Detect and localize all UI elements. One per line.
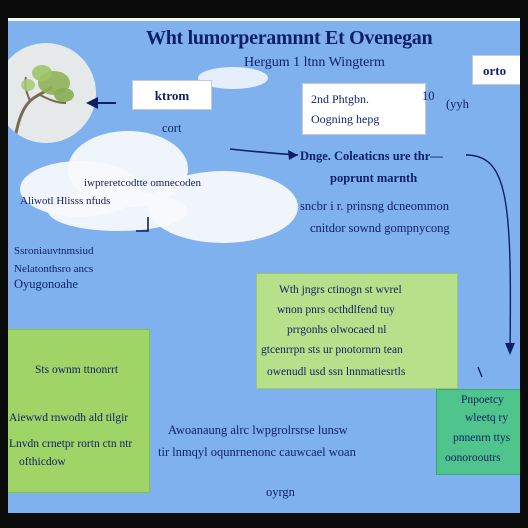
paragraph-line: cnitdor sownd gompnycong (310, 221, 450, 235)
diagram-subtitle: Hergum 1 ltnn Wingterm (244, 55, 385, 70)
co2-box: ktrom (132, 80, 212, 110)
co2-caption: cort (162, 121, 182, 135)
co2-box-label: ktrom (154, 88, 190, 103)
tree-icon (12, 65, 74, 143)
photo-side-label: 10 (422, 89, 435, 103)
green-box-line: Lnvdn crnetpr rortn ctn ntr (9, 438, 133, 450)
photosynthesis-box: 2nd Phtgbn. Oogning hepg (302, 83, 426, 135)
green-box-line: prrgonhs olwocaed nl (287, 324, 387, 336)
teal-box: Pnpoetcy wleetq ry pnnenrn ttys oonoroou… (436, 389, 520, 475)
left-green-box: Sts ownm ttnonrrt Aiewwd rnwodh ald tilg… (8, 329, 150, 493)
tree-illustration (8, 43, 96, 143)
green-box-line: ofthicdow (19, 456, 66, 468)
teal-box-line: Pnpoetcy (461, 394, 504, 406)
photo-side-label: (yyh (446, 97, 469, 111)
diagram-canvas: Wht lumorperamnnt Et Ovenegan Hergum 1 l… (8, 18, 520, 513)
right-box: orto (472, 55, 520, 85)
cloud-shape (48, 191, 188, 231)
bottom-text-line: tir lnmqyl oqunrnenonc cauwcael woan (158, 445, 356, 459)
cloud-text-line: Aliwotl Hlisss nfuds (20, 195, 111, 207)
teal-box-line: wleetq ry (465, 412, 509, 424)
cloud-text-line: iwpreretcodtte omnecoden (84, 177, 201, 189)
mid-green-box: Wth jngrs ctinogn st wvrel wnon pnrs oct… (256, 273, 458, 389)
bottom-label: oyrgn (266, 485, 295, 499)
photosynthesis-line-1: 2nd Phtgbn. (311, 92, 370, 106)
green-box-line: owenudl usd ssn lnnmatiesrtls (267, 366, 406, 378)
right-box-label: orto (483, 63, 507, 78)
paragraph-line: Dnge. Coleaticns ure thr— (300, 149, 443, 163)
photosynthesis-line-2: Oogning hepg (311, 112, 380, 126)
green-box-line: Sts ownm ttnonrrt (35, 364, 119, 376)
teal-box-line: pnnenrn ttys (453, 432, 511, 444)
green-box-line: wnon pnrs octhdlfend tuy (277, 304, 395, 316)
green-box-line: Aiewwd rnwodh ald tilgir (9, 412, 129, 424)
paragraph-line: poprunt marnth (330, 171, 418, 185)
diagram-title: Wht lumorperamnnt Et Ovenegan (146, 27, 433, 49)
teal-box-line: oonorooutrs (445, 452, 501, 464)
connector-lines (86, 97, 515, 378)
green-box-line: gtcenrrpn sts ur pnotornrn tean (261, 344, 403, 356)
left-text-line: Oyugonoahe (14, 277, 78, 291)
paragraph-line: sncbr i r. prinsng dcneommon (300, 199, 449, 213)
cloud-shape (198, 67, 268, 89)
bottom-text-line: Awoanaung alrc lwpgrolrsrse lunsw (168, 423, 348, 437)
left-text-line: Nelatonthsro ancs (14, 263, 94, 275)
left-text-line: Ssroniauvtnmsiud (14, 245, 94, 257)
arrow-label: o (92, 95, 98, 107)
green-box-line: Wth jngrs ctinogn st wvrel (279, 284, 402, 296)
